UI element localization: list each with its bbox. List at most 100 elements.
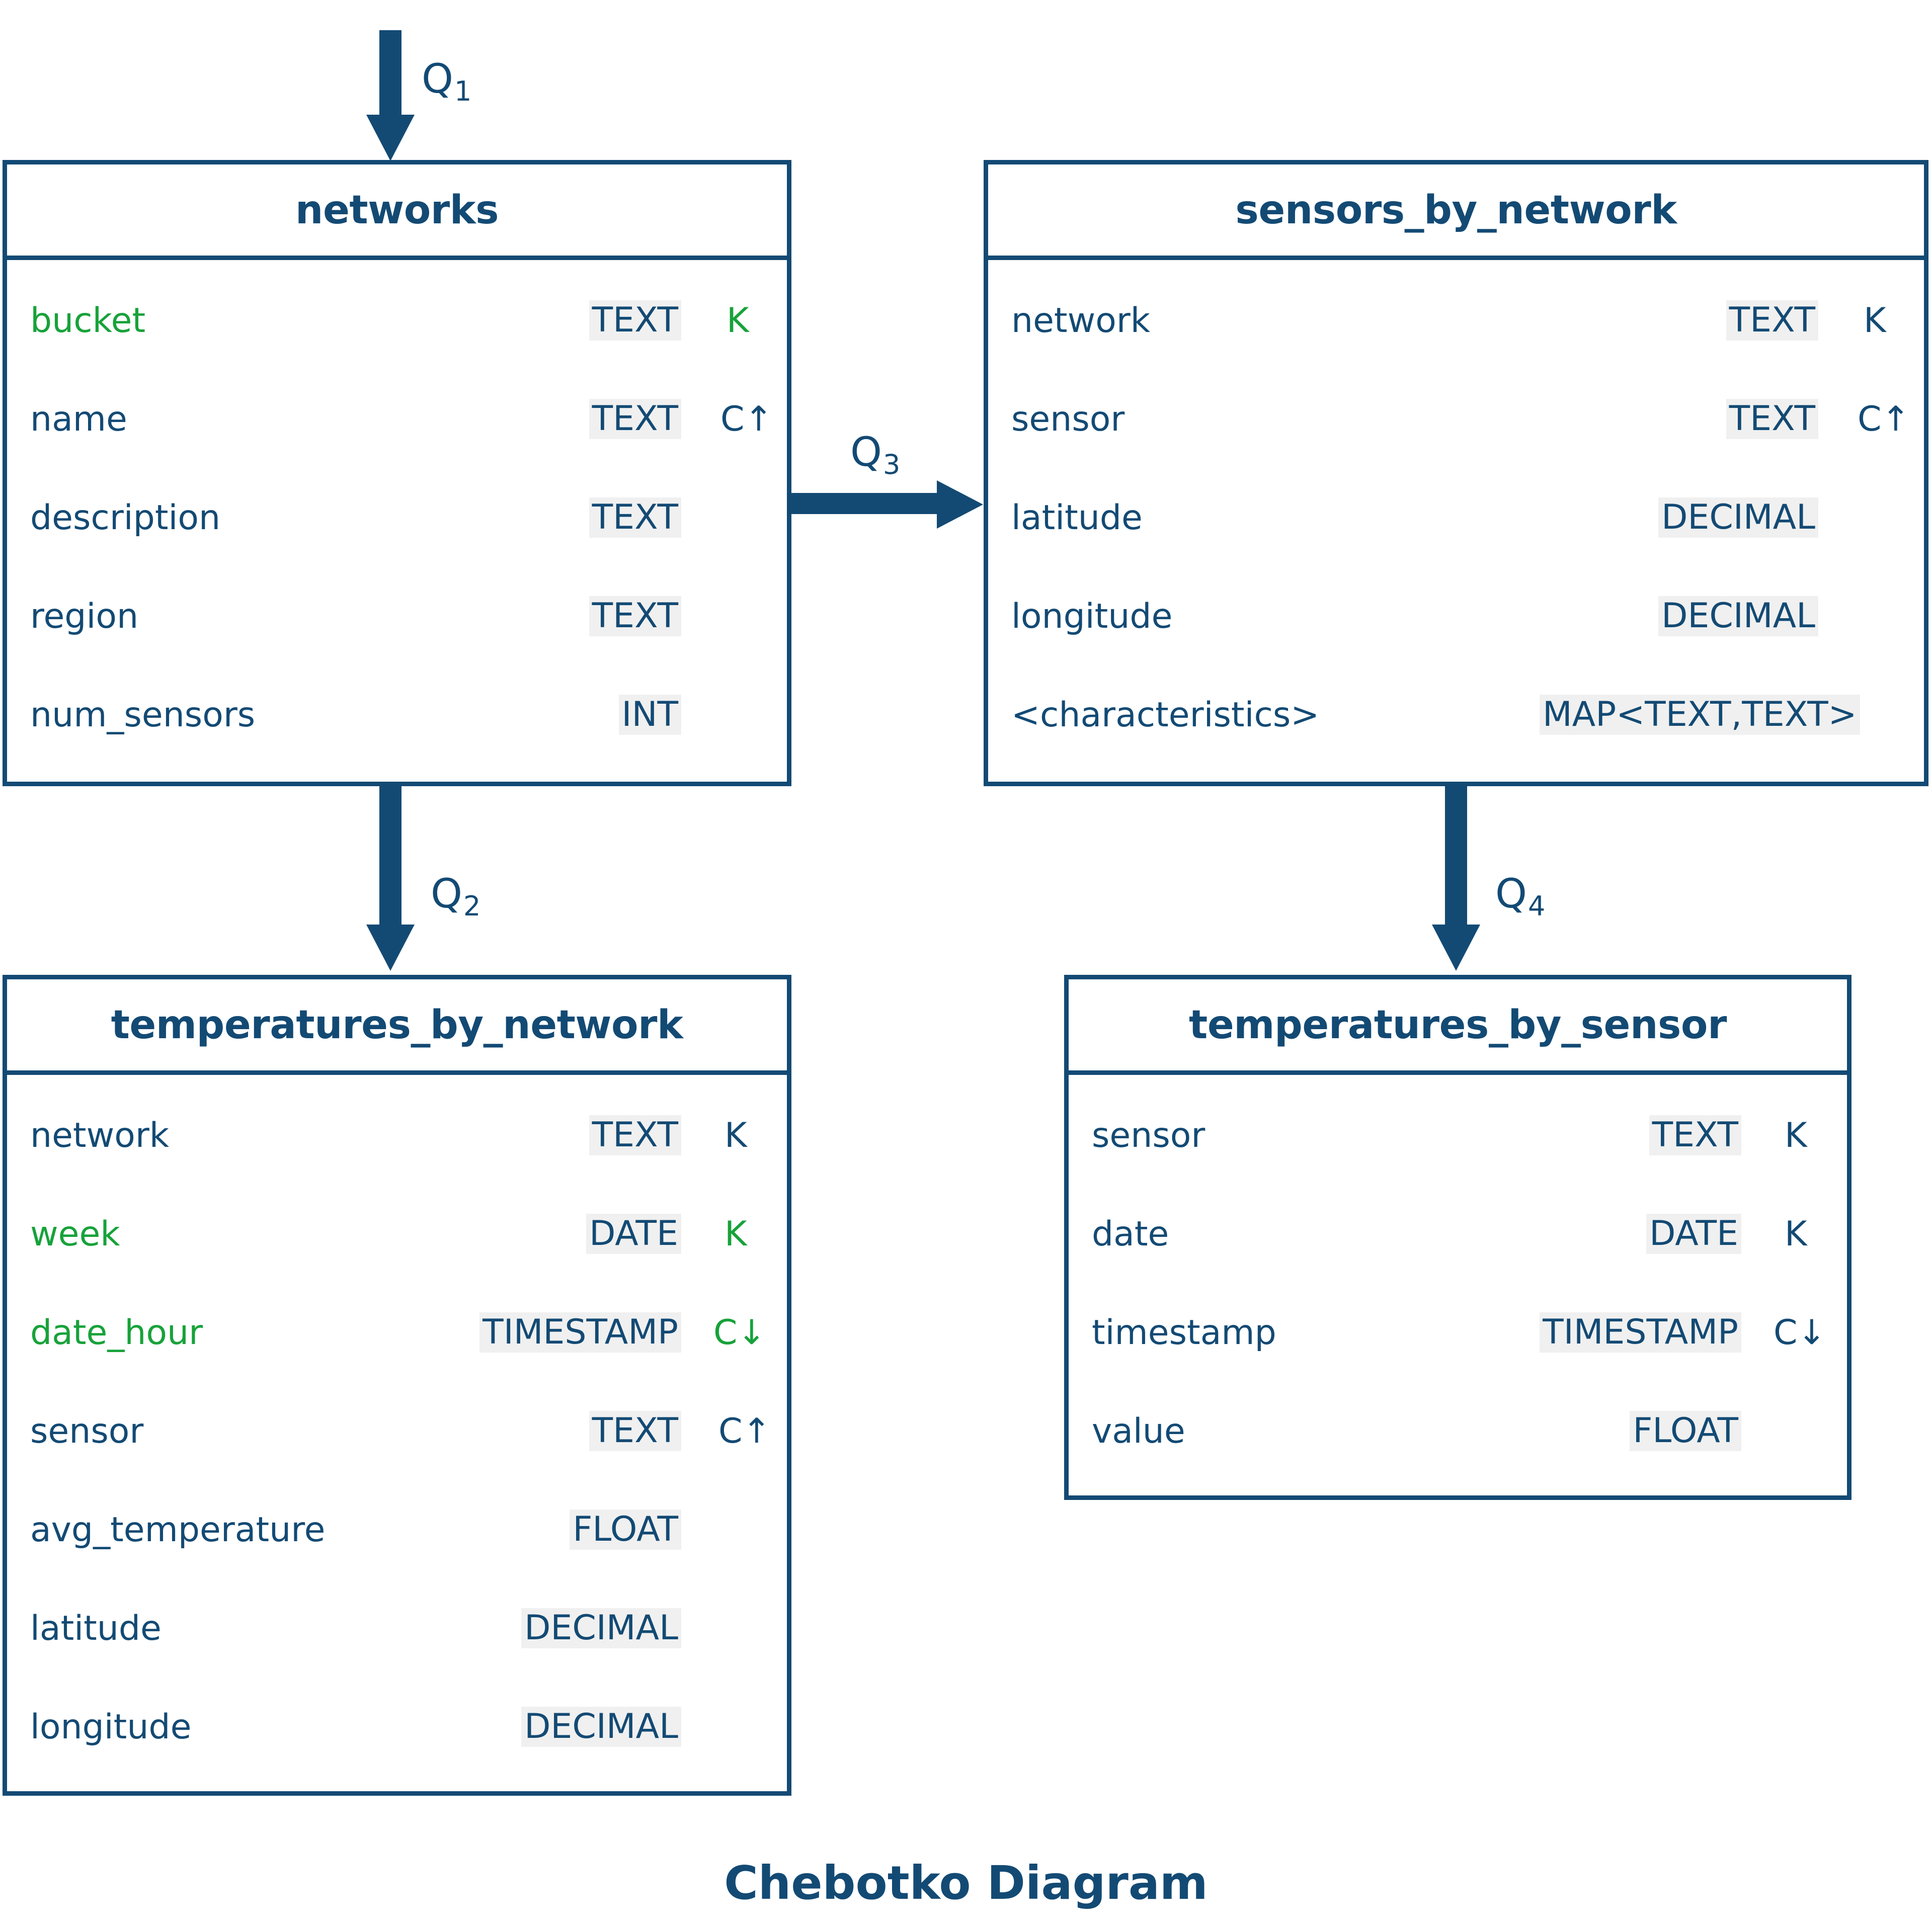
column-name: longitude (30, 1707, 192, 1747)
column-type-cell: TIMESTAMP (413, 1312, 681, 1353)
column-type: FLOAT (1630, 1411, 1741, 1451)
table-row[interactable]: bucket TEXT K (7, 271, 787, 370)
table-temperatures-by-sensor[interactable]: temperatures_by_sensor sensor TEXT K dat… (1064, 975, 1852, 1500)
table-row[interactable]: sensor TEXT C↑ (988, 370, 1924, 468)
table-networks[interactable]: networks bucket TEXT K name TEXT C↑ desc… (3, 160, 791, 786)
column-type: TEXT (589, 1115, 681, 1155)
column-name: sensor (1092, 1115, 1205, 1155)
column-name: week (30, 1214, 120, 1254)
table-row[interactable]: network TEXT K (7, 1086, 787, 1185)
table-row[interactable]: latitude DECIMAL (7, 1579, 787, 1678)
arrow-label-q3-sub: 3 (882, 449, 901, 480)
column-name: value (1092, 1411, 1185, 1451)
column-type-cell: DECIMAL (413, 1608, 681, 1648)
table-temperatures-by-network-body: network TEXT K week DATE K date_hour TIM… (7, 1075, 787, 1787)
arrow-q1-shaft (379, 30, 401, 126)
arrow-label-q1-sub: 1 (454, 75, 472, 107)
column-type-cell: DECIMAL (413, 1707, 681, 1747)
column-type: DECIMAL (521, 1707, 681, 1747)
table-row[interactable]: latitude DECIMAL (988, 468, 1924, 567)
table-temperatures-by-sensor-body: sensor TEXT K date DATE K timestamp TIME… (1069, 1075, 1847, 1491)
arrow-label-q1: Q1 (422, 55, 471, 107)
table-row[interactable]: value FLOAT (1069, 1382, 1847, 1480)
column-type: TEXT (1726, 300, 1818, 341)
column-key: K (1785, 1115, 1807, 1155)
column-type: TEXT (1649, 1115, 1741, 1155)
column-type-cell: FLOAT (1474, 1411, 1741, 1451)
table-temperatures-by-sensor-title: temperatures_by_sensor (1069, 979, 1847, 1075)
diagram-caption: Chebotko Diagram (724, 1856, 1208, 1910)
table-row[interactable]: date DATE K (1069, 1185, 1847, 1283)
arrow-label-q4-sub: 4 (1527, 890, 1546, 922)
column-name: latitude (30, 1608, 162, 1648)
table-row[interactable]: sensor TEXT C↑ (7, 1382, 787, 1480)
column-key: C↓ (1774, 1312, 1826, 1353)
column-name: longitude (1011, 596, 1173, 636)
table-row[interactable]: region TEXT (7, 567, 787, 665)
table-row[interactable]: name TEXT C↑ (7, 370, 787, 468)
table-row[interactable]: avg_temperature FLOAT (7, 1480, 787, 1579)
arrow-label-q2: Q2 (431, 870, 480, 922)
table-row[interactable]: sensor TEXT K (1069, 1086, 1847, 1185)
table-row[interactable]: date_hour TIMESTAMP C↓ (7, 1283, 787, 1382)
column-type: DATE (586, 1214, 681, 1254)
arrow-q2-head (366, 925, 415, 971)
column-type: DECIMAL (1658, 497, 1818, 538)
column-type: TEXT (1726, 399, 1818, 439)
table-row[interactable]: network TEXT K (988, 271, 1924, 370)
table-row[interactable]: week DATE K (7, 1185, 787, 1283)
arrow-label-q3-text: Q (850, 429, 882, 475)
table-temperatures-by-network[interactable]: temperatures_by_network network TEXT K w… (3, 975, 791, 1796)
column-type: TIMESTAMP (479, 1312, 681, 1353)
table-row[interactable]: longitude DECIMAL (988, 567, 1924, 665)
column-key: C↑ (1858, 399, 1910, 439)
column-name: sensor (1011, 399, 1125, 439)
table-temperatures-by-network-title: temperatures_by_network (7, 979, 787, 1075)
arrow-q3-head (937, 480, 983, 529)
arrow-q4-shaft (1445, 785, 1467, 931)
column-key: C↓ (713, 1312, 766, 1353)
column-type-cell: DECIMAL (1540, 596, 1818, 636)
column-name: num_sensors (30, 695, 256, 735)
column-type-cell: INT (443, 695, 681, 735)
column-name: avg_temperature (30, 1510, 326, 1550)
column-type: FLOAT (570, 1510, 681, 1550)
arrow-q1-head (366, 115, 415, 161)
column-type-cell: TEXT (413, 1115, 681, 1155)
table-sensors-by-network[interactable]: sensors_by_network network TEXT K sensor… (984, 160, 1928, 786)
column-name: region (30, 596, 139, 636)
arrow-label-q4-text: Q (1495, 870, 1527, 917)
table-sensors-by-network-body: network TEXT K sensor TEXT C↑ latitude D… (988, 260, 1924, 775)
column-type-cell: TEXT (443, 596, 681, 636)
column-type-cell: TEXT (443, 300, 681, 341)
column-type: TEXT (589, 399, 681, 439)
column-type: TEXT (589, 596, 681, 636)
column-type-cell: TEXT (443, 399, 681, 439)
column-type-cell: DATE (1474, 1214, 1741, 1254)
column-name: timestamp (1092, 1312, 1276, 1353)
arrow-q4-head (1432, 925, 1480, 971)
column-name: sensor (30, 1411, 144, 1451)
table-row[interactable]: num_sensors INT (7, 665, 787, 764)
column-name: date_hour (30, 1312, 203, 1353)
column-type: DECIMAL (1658, 596, 1818, 636)
column-key: K (727, 300, 749, 341)
table-row[interactable]: timestamp TIMESTAMP C↓ (1069, 1283, 1847, 1382)
column-type-cell: TEXT (1540, 300, 1818, 341)
table-row[interactable]: description TEXT (7, 468, 787, 567)
table-row[interactable]: longitude DECIMAL (7, 1678, 787, 1776)
column-type: INT (618, 695, 681, 735)
column-type: DATE (1646, 1214, 1741, 1254)
arrow-label-q2-sub: 2 (463, 890, 481, 922)
column-type: MAP<TEXT,TEXT> (1540, 695, 1860, 735)
column-name: date (1092, 1214, 1169, 1254)
column-name: latitude (1011, 497, 1143, 538)
arrow-label-q2-text: Q (431, 870, 462, 917)
arrow-label-q4: Q4 (1495, 870, 1545, 922)
column-key: C↑ (720, 399, 773, 439)
column-type-cell: TEXT (443, 497, 681, 538)
table-row[interactable]: <characteristics> MAP<TEXT,TEXT> (988, 665, 1924, 764)
column-key: K (1785, 1214, 1807, 1254)
table-sensors-by-network-title: sensors_by_network (988, 164, 1924, 260)
column-key: K (725, 1115, 747, 1155)
